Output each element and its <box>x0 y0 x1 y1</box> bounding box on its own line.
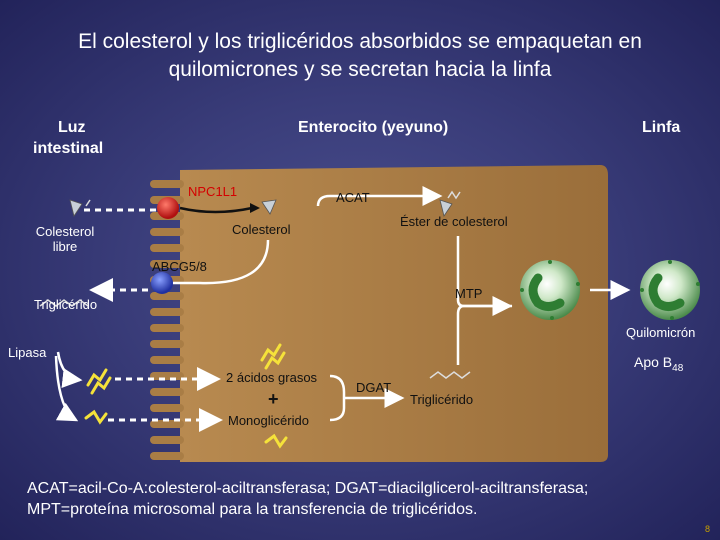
enterocyte-cell <box>180 165 608 462</box>
triglyceride-chain-cell <box>429 371 471 379</box>
apo-b-subscript: 48 <box>672 362 684 374</box>
chylomicron-lymph <box>640 260 700 320</box>
npc1l1-to-cholesterol-arrow <box>179 206 253 214</box>
title-line-1: El colesterol y los triglicéridos absorb… <box>78 30 642 53</box>
free-cholesterol-line2: libre <box>52 239 78 254</box>
free-cholesterol-line1: Colesterol <box>35 224 95 239</box>
fatty-acid-glyph-cell <box>260 343 282 362</box>
dgat-bracket <box>329 374 346 422</box>
npc1l1-transporter <box>157 197 179 219</box>
free-chol-chain <box>85 199 91 207</box>
chylomicron-cell <box>520 260 580 320</box>
lymph-header: Linfa <box>642 119 681 136</box>
abcg-efflux-arrow <box>172 239 270 285</box>
apo-b-text: Apo B <box>634 354 673 370</box>
monoglyceride-glyph-cell <box>264 433 288 449</box>
abcg58-transporter <box>151 272 173 294</box>
lumen-header-line1: Luz <box>58 119 86 136</box>
mtp-label: MTP <box>455 286 483 301</box>
monoglyceride-glyph-lumen <box>84 409 108 425</box>
ester-chain-glyph <box>447 190 461 200</box>
npc1l1-label: NPC1L1 <box>188 184 238 199</box>
triglyceride-cell-label: Triglicérido <box>410 392 474 407</box>
page-number: 8 <box>704 524 710 534</box>
sterol-glyph-lumen <box>69 199 83 217</box>
title-line-2: quilomicrones y se secretan hacia la lin… <box>168 58 552 81</box>
lipase-arrow-fatty-acids <box>56 351 83 388</box>
acat-label: ACAT <box>336 190 370 205</box>
triglyceride-chain-lumen <box>39 299 89 307</box>
fatty-acid-glyph-cell-2 <box>264 351 286 370</box>
lipase-arrow-monoglyceride <box>54 355 79 422</box>
fatty-acids-label: 2 ácidos grasos <box>226 370 318 385</box>
fatty-acid-glyph-lumen-2 <box>90 376 112 395</box>
enterocyte-header: Enterocito (yeyuno) <box>298 119 449 136</box>
chylomicron-label: Quilomicrón <box>626 325 696 340</box>
acat-arrow <box>316 186 443 207</box>
fatty-acid-glyph-lumen <box>86 368 108 387</box>
slide-title: El colesterol y los triglicéridos absorb… <box>20 28 700 84</box>
abbreviations-footer: ACAT=acil-Co-A:colesterol-aciltransferas… <box>27 478 707 520</box>
free-cholesterol-label: Colesterol libre <box>33 224 97 254</box>
triglyceride-lumen-label: Triglicérido <box>34 297 98 312</box>
plus-sign: + <box>268 389 279 409</box>
lumen-header-line2: intestinal <box>33 140 104 157</box>
apo-b48-label: Apo B48 <box>634 354 683 374</box>
cholesterol-ester-label: Éster de colesterol <box>400 214 508 229</box>
lipase-label: Lipasa <box>8 345 47 360</box>
footer-line-2: MPT=proteína microsomal para la transfer… <box>27 501 478 518</box>
triglyceride-to-mtp-arrow <box>456 304 465 365</box>
sterol-glyph-cell <box>261 199 277 215</box>
abcg58-label: ABCG5/8 <box>152 259 207 274</box>
footer-line-1: ACAT=acil-Co-A:colesterol-aciltransferas… <box>27 480 589 497</box>
sterol-glyph-ester <box>439 199 453 217</box>
monoglyceride-label: Monoglicérido <box>228 413 309 428</box>
cholesterol-label: Colesterol <box>232 222 291 237</box>
microvilli <box>150 180 184 460</box>
dgat-label: DGAT <box>356 380 392 395</box>
